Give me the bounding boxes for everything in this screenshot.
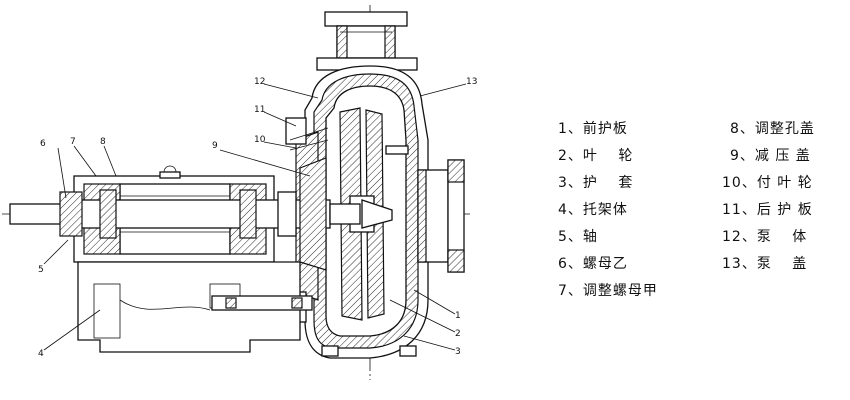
parts-legend: 1、前护板 2、叶 轮 3、护 套 4、托架体 5、轴 6、螺母乙 7、调整螺母…: [548, 118, 848, 299]
callout-3: 3: [455, 347, 461, 357]
legend-item-12: 12、泵 体: [722, 229, 808, 245]
callout-13: 13: [466, 77, 477, 87]
expeller: [289, 127, 329, 271]
legend-item-10: 10、付 叶 轮: [722, 175, 813, 191]
legend-item-9: 9、减 压 盖: [730, 148, 811, 164]
callout-11: 11: [254, 105, 265, 115]
callout-6: 6: [40, 139, 46, 149]
shaft: [9, 189, 361, 239]
pump-cross-section-drawing: 6 7 8 9 10 11 12 13 5 4 1 2 3: [2, 5, 477, 380]
callout-2: 2: [455, 329, 461, 339]
legend-item-6: 6、螺母乙: [558, 256, 628, 272]
callout-7: 7: [70, 137, 76, 147]
callout-8: 8: [100, 137, 106, 147]
legend-item-2: 2、叶 轮: [558, 148, 634, 164]
callout-leaders: [43, 83, 467, 351]
callout-9: 9: [212, 141, 218, 151]
legend-item-5: 5、轴: [558, 229, 598, 245]
discharge-outlet: [316, 11, 418, 71]
legend-item-7: 7、调整螺母甲: [558, 283, 658, 299]
callout-10: 10: [254, 135, 266, 145]
legend-item-1: 1、前护板: [558, 121, 628, 137]
callout-5: 5: [38, 265, 44, 275]
legend-item-3: 3、护 套: [558, 175, 634, 191]
callout-labels: 6 7 8 9 10 11 12 13 5 4 1 2 3: [38, 77, 477, 359]
legend-item-4: 4、托架体: [558, 202, 628, 218]
legend-item-13: 13、泵 盖: [722, 256, 808, 272]
suction-inlet: [417, 159, 465, 273]
callout-4: 4: [38, 349, 44, 359]
casing-bolts: [321, 145, 417, 357]
legend-item-8: 8、调整孔盖: [730, 121, 815, 137]
callout-1: 1: [455, 311, 461, 321]
callout-12: 12: [254, 77, 265, 87]
legend-item-11: 11、后 护 板: [722, 202, 813, 218]
frame-base: [77, 261, 313, 353]
